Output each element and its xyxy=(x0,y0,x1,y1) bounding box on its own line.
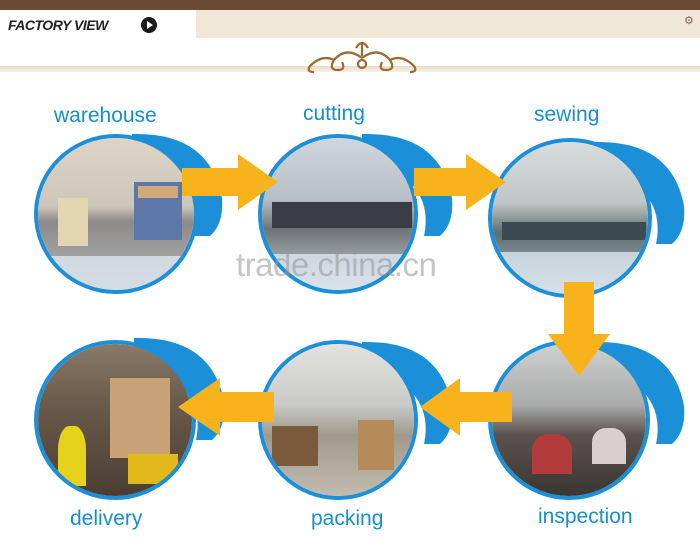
step-label: sewing xyxy=(534,103,600,126)
header-tab xyxy=(0,10,196,38)
gear-icon[interactable]: ⚙ xyxy=(684,15,694,27)
photo-delivery xyxy=(34,340,196,500)
header-band xyxy=(196,10,700,38)
step-label: packing xyxy=(311,507,384,530)
step-label: warehouse xyxy=(54,104,157,127)
arrow-right-icon xyxy=(182,154,278,210)
page-title: FACTORY VIEW xyxy=(8,17,108,33)
watermark: trade.china.cn xyxy=(236,246,437,283)
arrow-left-icon xyxy=(420,378,512,436)
ornament-icon xyxy=(307,41,417,74)
photo-cutting xyxy=(258,134,418,294)
photo-packing xyxy=(258,340,418,500)
play-icon[interactable] xyxy=(141,17,157,33)
arrow-down-icon xyxy=(548,282,610,376)
step-label: delivery xyxy=(70,507,143,530)
divider xyxy=(0,66,700,72)
photo-warehouse xyxy=(34,134,198,294)
arrow-right-icon xyxy=(414,154,506,210)
step-label: cutting xyxy=(303,102,365,125)
photo-inspection xyxy=(488,340,650,500)
photo-sewing xyxy=(488,138,652,298)
arrow-left-icon xyxy=(178,378,274,436)
step-label: inspection xyxy=(538,505,633,528)
